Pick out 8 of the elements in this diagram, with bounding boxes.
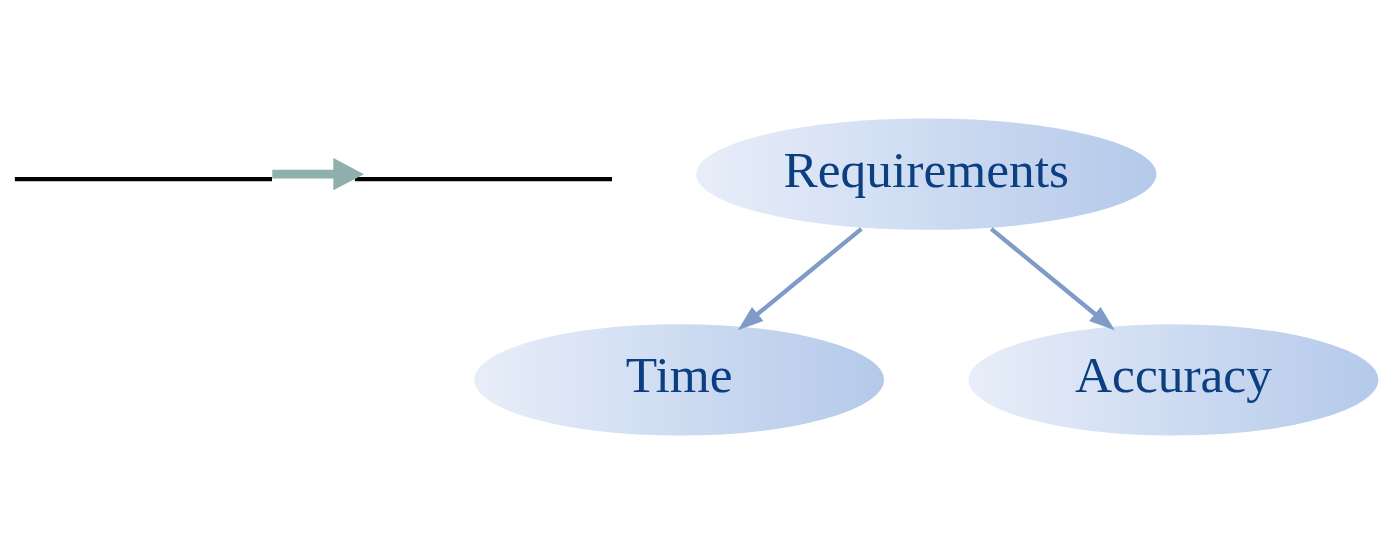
node-line — [354, 177, 612, 182]
node-ellipse: Requirements — [694, 117, 1158, 232]
arrow — [989, 227, 1115, 331]
node-line — [14, 177, 272, 182]
node-ellipse: Accuracy — [967, 322, 1380, 437]
arrow — [272, 158, 364, 191]
node-ellipse: Time — [472, 322, 886, 437]
arrow — [737, 227, 863, 331]
